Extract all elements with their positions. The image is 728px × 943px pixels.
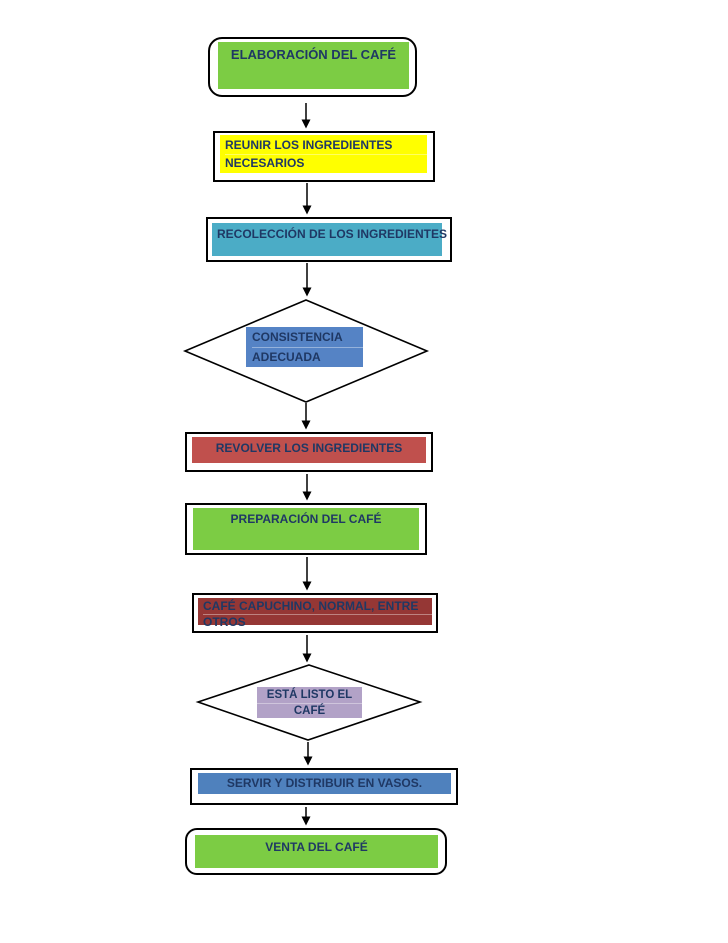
decision-consistencia-line2: ADECUADA [252,350,321,364]
node-start-fill: ELABORACIÓN DEL CAFÉ [218,42,409,89]
node-servir-fill: SERVIR Y DISTRIBUIR EN VASOS. [198,773,451,794]
node-recoleccion-label: RECOLECCIÓN DE LOS INGREDIENTES [217,227,448,241]
node-servir: SERVIR Y DISTRIBUIR EN VASOS. [190,768,458,805]
node-revolver-fill: REVOLVER LOS INGREDIENTES [192,437,426,463]
node-recoleccion-fill: RECOLECCIÓN DE LOS INGREDIENTES [212,223,448,256]
node-start-label: ELABORACIÓN DEL CAFÉ [230,47,397,62]
node-preparacion-fill: PREPARACIÓN DEL CAFÉ [193,508,419,550]
node-recoleccion: RECOLECCIÓN DE LOS INGREDIENTES [206,217,452,262]
decision-esta-listo-fill: ESTÁ LISTO EL CAFÉ [257,687,362,718]
node-reunir: REUNIR LOS INGREDIENTES NECESARIOS [213,131,435,182]
node-venta-fill: VENTA DEL CAFÉ [195,835,438,868]
node-preparacion: PREPARACIÓN DEL CAFÉ [185,503,427,555]
node-revolver: REVOLVER LOS INGREDIENTES [185,432,433,472]
node-cafe-tipos-fill: CAFÉ CAPUCHINO, NORMAL, ENTRE OTROS [198,598,432,629]
node-reunir-line1: REUNIR LOS INGREDIENTES [225,137,427,155]
node-venta: VENTA DEL CAFÉ [185,828,447,875]
decision-consistencia-line1: CONSISTENCIA [252,328,363,348]
node-preparacion-label: PREPARACIÓN DEL CAFÉ [230,512,382,526]
decision-esta-listo-line1: ESTÁ LISTO EL [257,688,362,704]
decision-esta-listo-line2: CAFÉ [293,705,326,717]
node-cafe-tipos-line2: OTROS [203,615,246,629]
node-reunir-line2: NECESARIOS [225,156,305,170]
decision-consistencia-fill: CONSISTENCIA ADECUADA [246,327,363,367]
node-servir-label: SERVIR Y DISTRIBUIR EN VASOS. [226,776,423,790]
node-cafe-tipos-line1: CAFÉ CAPUCHINO, NORMAL, ENTRE [203,599,432,615]
node-reunir-fill: REUNIR LOS INGREDIENTES NECESARIOS [220,135,427,173]
node-revolver-label: REVOLVER LOS INGREDIENTES [215,441,403,455]
node-start: ELABORACIÓN DEL CAFÉ [208,37,417,97]
node-cafe-tipos: CAFÉ CAPUCHINO, NORMAL, ENTRE OTROS [192,593,438,633]
node-venta-label: VENTA DEL CAFÉ [265,840,368,854]
